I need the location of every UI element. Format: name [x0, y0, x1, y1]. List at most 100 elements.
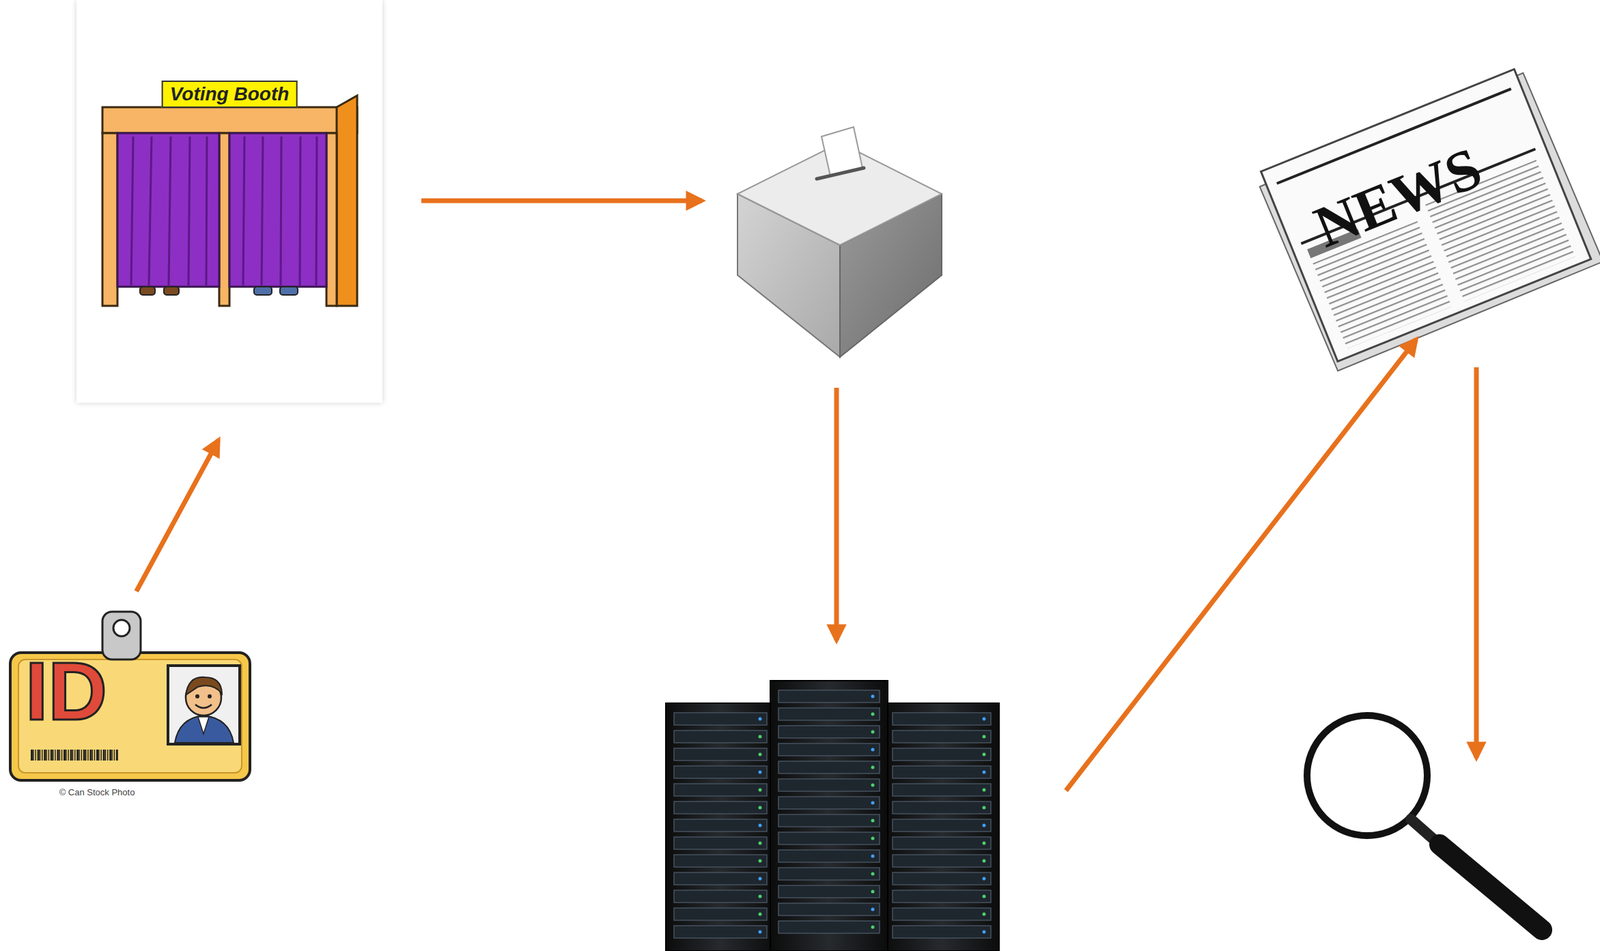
id-badge — [50, 749, 53, 761]
voting-booth-picture — [326, 133, 337, 306]
server-racks — [758, 753, 763, 757]
id-badge — [114, 749, 116, 761]
server-racks — [758, 806, 763, 810]
flow-arrow — [1474, 367, 1480, 759]
node-text: Voting Booth — [161, 80, 298, 108]
voting-booth-picture — [163, 286, 179, 296]
server-racks — [871, 890, 875, 894]
server-racks — [758, 859, 763, 864]
id-badge — [10, 652, 250, 781]
voting-booth-picture — [131, 136, 207, 286]
server-racks — [674, 801, 767, 814]
id-badge — [167, 665, 240, 745]
server-racks — [871, 695, 875, 699]
server-racks — [982, 913, 987, 917]
id-badge — [48, 749, 50, 761]
node-text: NEWS — [1306, 137, 1489, 258]
server-racks — [892, 712, 991, 726]
id-badge — [39, 749, 41, 761]
server-racks — [674, 872, 767, 886]
server-racks — [892, 801, 991, 814]
ballot-box — [816, 167, 864, 179]
id-badge — [30, 749, 33, 761]
id-badge — [72, 749, 74, 761]
server-racks — [982, 735, 987, 739]
server-racks — [982, 895, 987, 899]
server-racks — [871, 730, 875, 735]
server-racks — [871, 819, 875, 823]
server-racks — [892, 730, 991, 743]
id-badge — [54, 749, 56, 761]
server-racks — [871, 783, 875, 788]
server-racks — [665, 680, 1000, 951]
node-text: ID — [25, 650, 108, 733]
id-badge — [61, 749, 63, 761]
server-racks — [871, 908, 875, 912]
server-racks — [674, 748, 767, 761]
magnifier — [1410, 819, 1435, 840]
server-racks — [892, 819, 991, 832]
server-racks — [871, 837, 875, 841]
newspaper — [1312, 221, 1452, 349]
voting-booth-picture — [254, 286, 272, 296]
server-racks — [758, 717, 763, 722]
newspaper — [1260, 68, 1591, 362]
server-racks — [982, 930, 987, 935]
id-badge — [103, 749, 106, 761]
id-badge — [32, 749, 35, 761]
server-racks — [982, 717, 987, 722]
server-racks — [892, 890, 991, 903]
server-racks — [778, 850, 880, 863]
id-badge — [198, 717, 209, 735]
voting-booth-node: Voting Booth — [76, 0, 383, 403]
server-racks — [758, 930, 763, 935]
server-racks — [758, 895, 763, 899]
server-racks — [884, 703, 1000, 951]
id-badge — [78, 749, 80, 761]
id-badge — [59, 749, 61, 761]
id-badge — [67, 749, 69, 761]
newspaper — [1254, 65, 1600, 373]
id-badge-node: ID — [10, 611, 250, 781]
id-badge — [85, 749, 87, 761]
id-badge — [65, 749, 67, 761]
server-racks — [982, 824, 987, 828]
id-badge — [94, 749, 96, 761]
server-racks — [778, 814, 880, 827]
server-racks — [758, 824, 763, 828]
server-racks — [982, 788, 987, 793]
server-racks — [871, 766, 875, 770]
id-badge — [174, 715, 234, 743]
voting-booth-picture — [131, 136, 317, 286]
server-racks — [770, 680, 888, 951]
server-racks — [758, 913, 763, 917]
id-badge — [30, 749, 119, 761]
id-badge — [113, 620, 130, 637]
id-badge — [56, 749, 59, 761]
newspaper — [1425, 159, 1576, 302]
voting-booth-picture — [102, 107, 358, 134]
voting-booth-picture — [117, 133, 220, 287]
server-racks — [778, 903, 880, 916]
id-badge — [43, 749, 46, 761]
server-racks — [778, 921, 880, 934]
watermark: © Can Stock Photo — [59, 787, 136, 798]
server-racks — [871, 712, 875, 717]
id-badge — [195, 704, 212, 709]
server-racks — [778, 708, 880, 721]
newspaper-node: NEWS — [1265, 96, 1592, 342]
server-racks — [778, 832, 880, 845]
id-badge — [109, 749, 112, 761]
magnifier — [1439, 844, 1542, 931]
id-badge — [116, 749, 119, 761]
server-racks — [982, 859, 987, 864]
server-racks — [778, 690, 880, 703]
server-racks — [871, 872, 875, 877]
id-badge — [74, 749, 76, 761]
flow-arrow — [834, 387, 840, 641]
server-racks — [982, 806, 987, 810]
